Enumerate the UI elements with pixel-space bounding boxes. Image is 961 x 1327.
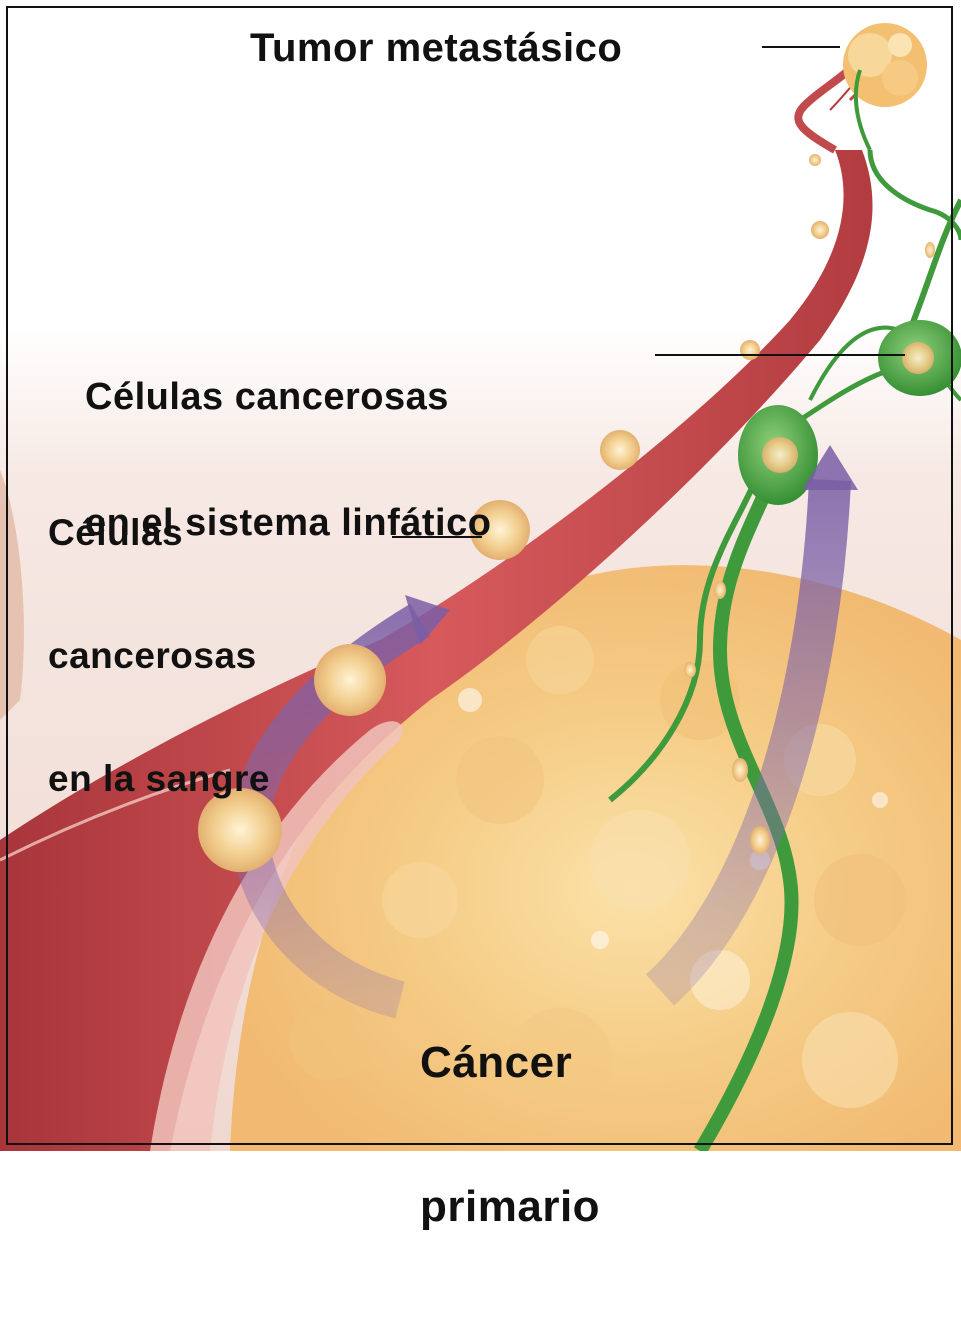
label-primary-line-2: primario [420,1183,600,1231]
diagram-canvas: Tumor metastásico Células cancerosas en … [0,0,961,1151]
label-blood-cancer-cells: Células cancerosas en la sangre [48,430,270,881]
label-blood-line-3: en la sangre [48,758,270,799]
label-primary-line-1: Cáncer [420,1039,600,1087]
label-primary-cancer: Cáncer primario [420,943,600,1327]
label-metastatic-tumor: Tumor metastásico [250,28,622,68]
label-blood-line-1: Células [48,512,270,553]
label-blood-line-2: cancerosas [48,635,270,676]
label-lymph-line-1: Células cancerosas [85,376,491,418]
